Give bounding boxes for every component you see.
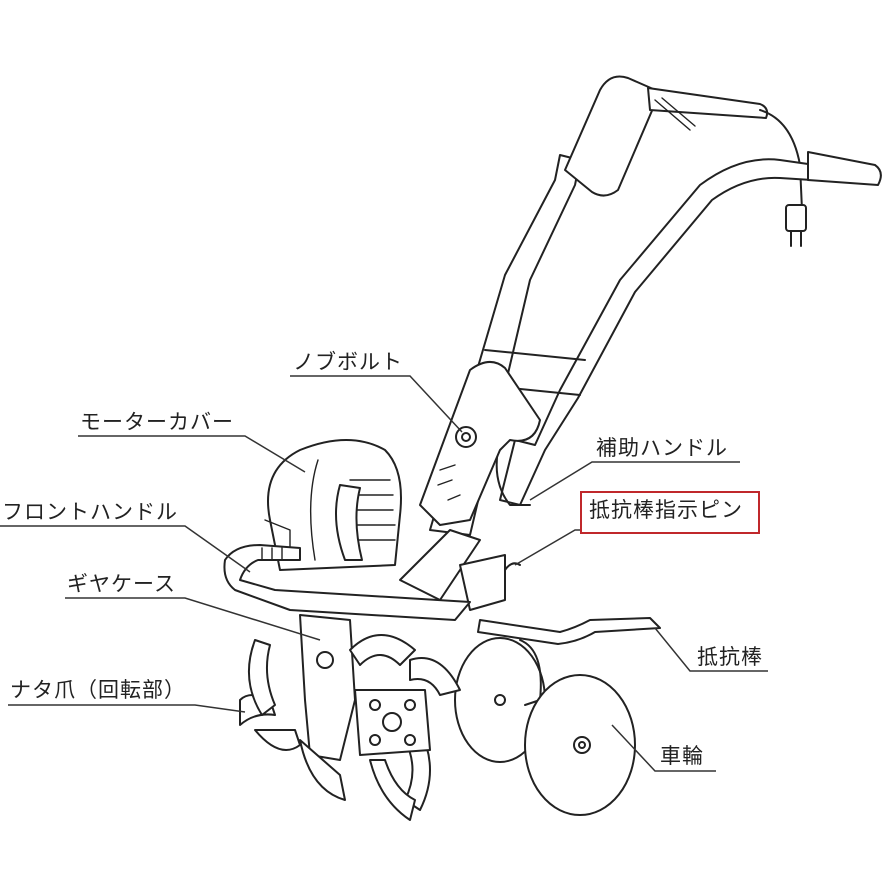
highlight-box (580, 491, 760, 534)
wheels (454, 637, 636, 816)
front-handle-deck (223, 544, 471, 621)
label-gear-case: ギヤケース (67, 572, 176, 596)
label-resistance-bar: 抵抗棒 (697, 645, 763, 669)
label-aux-handle: 補助ハンドル (596, 436, 728, 460)
label-front-handle: フロントハンドル (2, 500, 178, 524)
leader-lines (0, 375, 768, 772)
gear-case-tines (239, 614, 461, 821)
label-wheel: 車輪 (660, 744, 704, 768)
column-bracket (399, 361, 541, 611)
label-resistance-pin: 抵抗棒指示ピン (589, 498, 743, 522)
label-motor-cover: モーターカバー (80, 410, 234, 434)
motor-assembly (264, 439, 402, 571)
resistance-bar-drawing (477, 617, 661, 645)
label-knob-bolt: ノブボルト (293, 350, 403, 374)
label-tines: ナタ爪（回転部） (10, 678, 186, 702)
